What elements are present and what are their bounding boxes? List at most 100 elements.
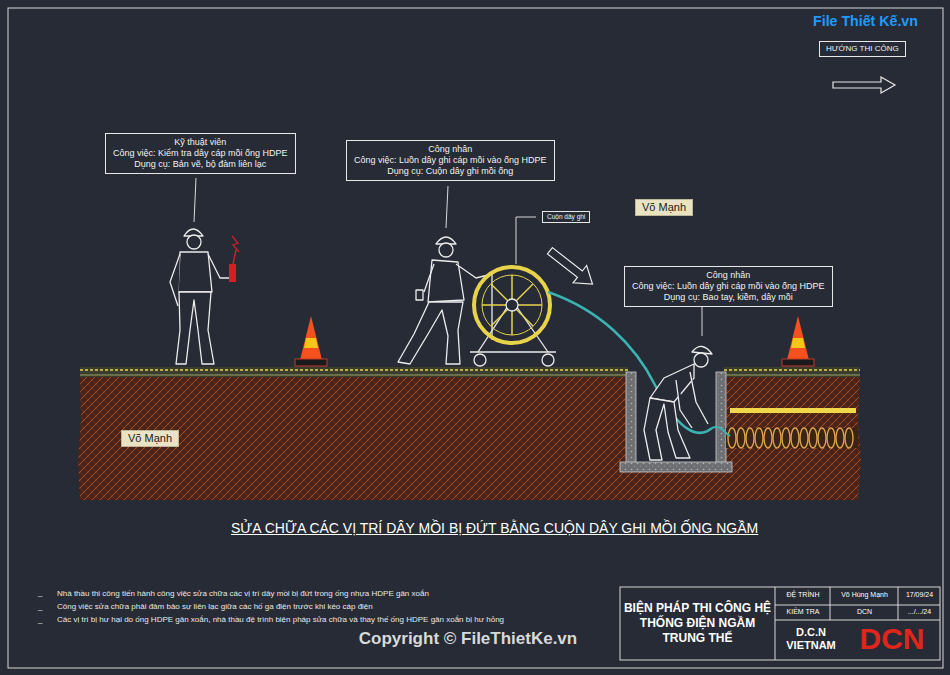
- traffic-cone: [787, 316, 809, 360]
- worker-figure: [439, 243, 453, 257]
- trench-worker-figure: [694, 353, 708, 367]
- title-block-grid: [775, 587, 776, 660]
- traffic-cone: [300, 316, 322, 360]
- author-tag: Võ Mạnh: [635, 199, 693, 216]
- callout-box: Công nhânCông việc: Luồn dây ghi cáp mồi…: [624, 266, 833, 307]
- title-block-grid: [620, 587, 940, 660]
- leader-line: [516, 217, 536, 264]
- hdpe-pipes: [782, 428, 790, 448]
- trench-worker-figure: [644, 398, 690, 460]
- cable-reel: [542, 354, 554, 366]
- technician-figure: [187, 235, 201, 249]
- technician-figure: [170, 254, 180, 306]
- cable-reel: [482, 275, 542, 335]
- sheet-frame: [8, 8, 943, 668]
- leader-line: [194, 178, 702, 336]
- worker-figure: [416, 290, 423, 300]
- cable-reel: [470, 274, 556, 366]
- title-block-grid: [775, 620, 940, 621]
- hdpe-pipes: [755, 428, 763, 448]
- hdpe-pipes: [737, 428, 745, 448]
- hdpe-pipes: [726, 428, 858, 448]
- trench-worker-figure: [676, 380, 692, 428]
- ground: [80, 369, 628, 371]
- cable-reel: [474, 267, 550, 343]
- hdpe-pipes: [836, 428, 844, 448]
- worker-figure: [398, 237, 492, 364]
- node-text: Công việc: Luồn dây ghi cáp mồi vào ống …: [632, 281, 825, 292]
- hdpe-pipes: [791, 428, 799, 448]
- node-text: Công việc: Luồn dây ghi cáp mồi vào ống …: [354, 155, 547, 166]
- leader-line: [446, 186, 448, 228]
- walkie-talkie: [233, 250, 236, 264]
- trench-worker-figure: [650, 364, 694, 402]
- hdpe-pipes: [827, 428, 835, 448]
- note-text: Các vị trí bị hư hại do ống HDPE gân xoắ…: [57, 615, 619, 624]
- leader-line: [194, 178, 196, 222]
- manhole: [716, 372, 726, 468]
- ground: [78, 367, 861, 500]
- node-text: Kỹ thuật viên: [113, 137, 288, 148]
- note-text: Nhà thầu thi công tiến hành công việc sử…: [57, 589, 619, 598]
- traffic-cone: [304, 338, 318, 348]
- pull-arrow: [543, 242, 599, 293]
- hdpe-pipes: [728, 428, 736, 448]
- worker-figure: [398, 302, 463, 364]
- worker-figure: [424, 264, 434, 292]
- cable-reel: [470, 267, 556, 366]
- trench-worker-figure: [690, 372, 708, 424]
- watermark: Copyright © FileThietKe.vn: [318, 629, 618, 649]
- title-block-grid: [775, 605, 940, 606]
- table-cell: 17/09/24: [899, 591, 940, 599]
- table-cell: KIỂM TRA: [776, 608, 830, 616]
- node-text: HƯỚNG THI CÔNG: [826, 44, 899, 54]
- cable-reel: [470, 351, 556, 352]
- bullet: _: [38, 602, 50, 611]
- table-cell: ĐỆ TRÌNH: [776, 591, 830, 599]
- direction-arrow: [833, 77, 895, 93]
- node-text: Cuộn dây ghi: [547, 213, 585, 221]
- traffic-cone: [782, 316, 814, 366]
- node-text: Võ Mạnh: [642, 201, 686, 214]
- manhole: [620, 462, 732, 472]
- cable-reel: [474, 354, 486, 366]
- ground: [78, 377, 861, 500]
- node-text: Dụng cụ: Bao tay, kiềm, dây mồi: [632, 292, 825, 303]
- hdpe-pipes: [773, 428, 781, 448]
- hdpe-pipes: [818, 428, 826, 448]
- traffic-cone: [791, 338, 805, 348]
- leader-line: [702, 302, 703, 336]
- title-block-text: BIỆN PHÁP THI CÔNG HỆ THỐNG ĐIỆN NGẦM TR…: [623, 601, 772, 646]
- technician-figure: [178, 252, 212, 292]
- cable-reel: [491, 284, 533, 326]
- cable-reel: [491, 284, 533, 326]
- fish-tape-cable: [548, 292, 712, 433]
- direction-arrow: [833, 77, 895, 93]
- cable-reel: [506, 299, 518, 311]
- fish-tape-cable: [712, 427, 730, 436]
- note-text: Công việc sửa chữa phải đảm bảo sự liên …: [57, 602, 619, 611]
- node-text: Công nhân: [354, 144, 547, 155]
- drawing-title: SỬA CHỮA CÁC VỊ TRÍ DÂY MỒI BỊ ĐỨT BẰNG …: [231, 520, 758, 536]
- ground: [80, 367, 628, 377]
- walkie-talkie: [229, 236, 239, 282]
- walkie-talkie: [232, 236, 239, 252]
- walkie-talkie: [229, 264, 236, 282]
- hdpe-pipes: [728, 428, 853, 448]
- node-text: Dụng cụ: Cuộn dây ghi mồi ống: [354, 166, 547, 177]
- ground: [80, 375, 628, 376]
- hdpe-pipes: [730, 408, 856, 413]
- traffic-cone: [295, 316, 327, 366]
- company-name: D.C.N VIETNAM: [778, 626, 844, 652]
- bullet: _: [38, 615, 50, 624]
- callout-box: Công nhânCông việc: Luồn dây ghi cáp mồi…: [346, 140, 555, 181]
- company-logo: DCN: [846, 622, 938, 657]
- hdpe-pipes: [746, 428, 754, 448]
- traffic-cone: [295, 359, 327, 366]
- table-cell: DCN: [831, 608, 898, 616]
- node-text: Võ Mạnh: [128, 432, 172, 445]
- technician-figure: [170, 229, 232, 364]
- manhole: [626, 372, 636, 468]
- table-cell: Võ Hùng Mạnh: [831, 591, 898, 599]
